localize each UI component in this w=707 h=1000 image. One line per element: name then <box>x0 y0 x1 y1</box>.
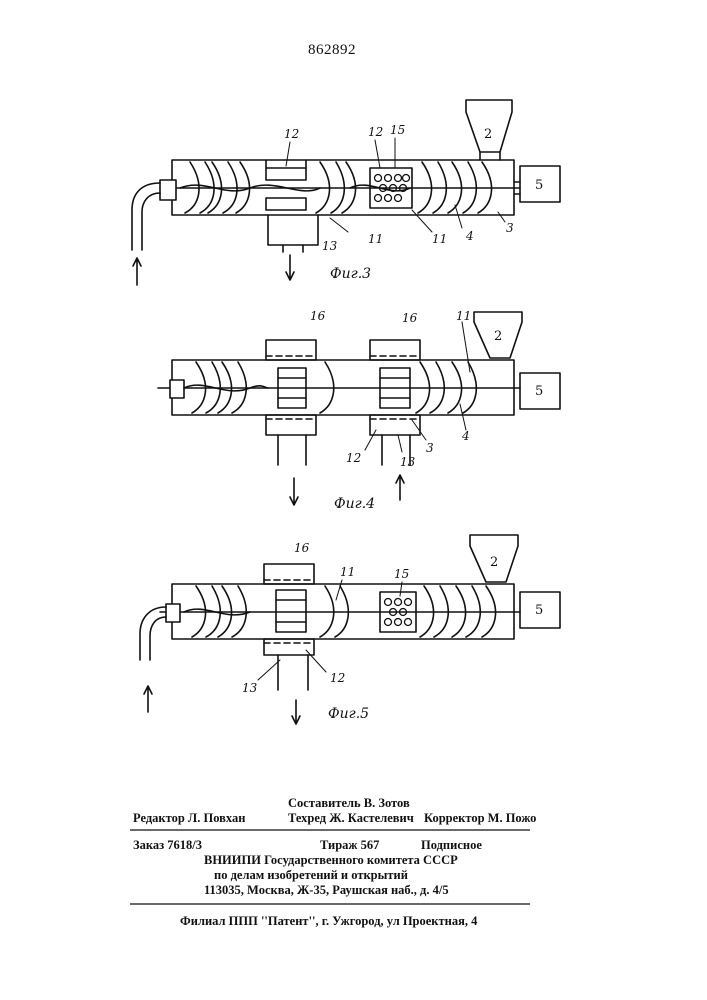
org-line-2: по делам изобретений и открытий <box>214 868 408 883</box>
order: Заказ 7618/3 <box>133 838 202 853</box>
circulation: Тираж 567 <box>320 838 379 853</box>
subscription: Подписное <box>421 838 482 853</box>
branch: Филиал ППП ''Патент'', г. Ужгород, ул Пр… <box>180 914 477 929</box>
org-line-1: ВНИИПИ Государственного комитета СССР <box>204 853 458 868</box>
address: 113035, Москва, Ж-35, Раушская наб., д. … <box>204 883 449 898</box>
